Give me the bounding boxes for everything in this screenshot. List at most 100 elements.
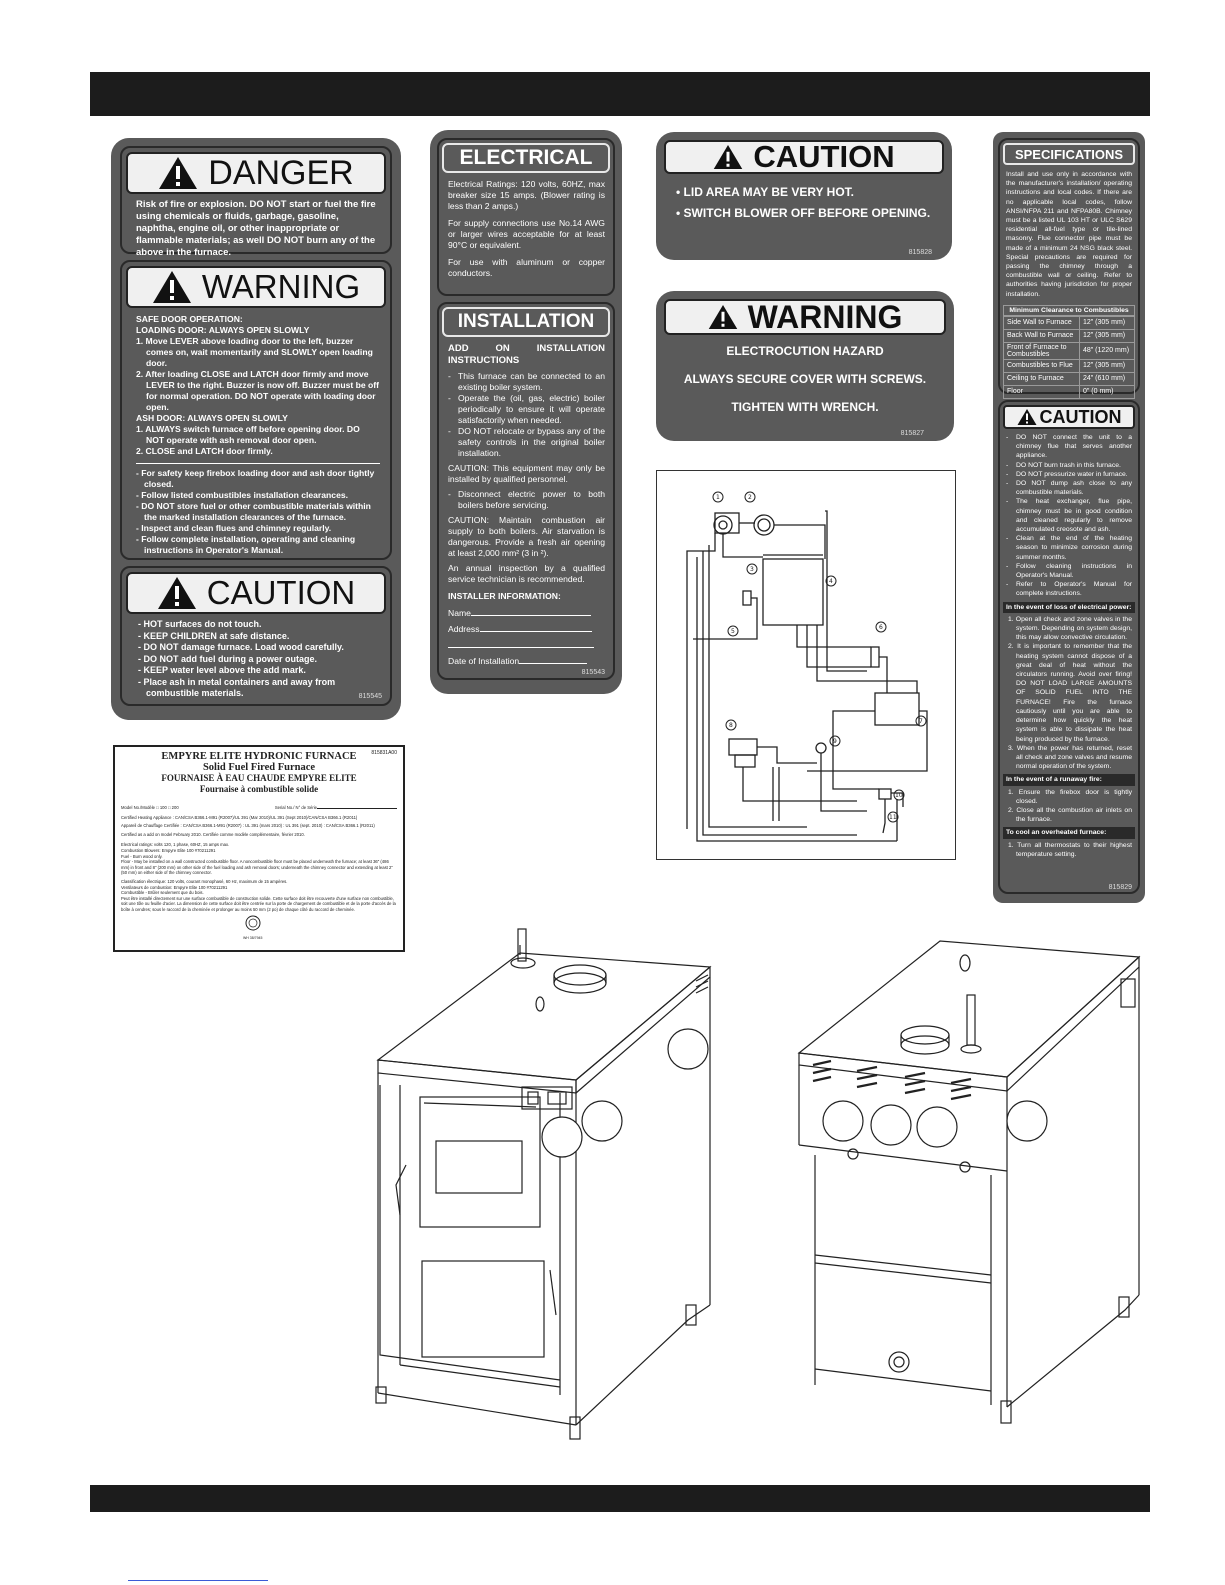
installation-caution-b: CAUTION: Maintain combustion air supply …	[448, 515, 605, 558]
lid-caution-line: • LID AREA MAY BE VERY HOT.	[676, 185, 855, 199]
warning-line: SAFE DOOR OPERATION:	[136, 314, 243, 324]
plate-line: Certified Heating Appliance : CAN/CSA B3…	[121, 814, 358, 820]
runaway-fire-title: In the event of a runaway fire:	[1003, 774, 1135, 786]
installer-address-row2	[448, 640, 605, 651]
footer-bar	[90, 1485, 1150, 1512]
certification-seal-icon	[245, 915, 261, 931]
electrical-body: Electrical Ratings: 120 volts, 60HZ, max…	[442, 173, 610, 279]
name-label: Name	[448, 608, 471, 618]
safety-caution-title: CAUTION	[1039, 406, 1122, 427]
safety-caution-section: CAUTION -DO NOT connect the unit to a ch…	[998, 400, 1140, 894]
callout-5: 5	[731, 628, 735, 635]
label-code: 815827	[900, 430, 924, 437]
power-loss-title: In the event of loss of electrical power…	[1003, 601, 1135, 613]
wiring-diagram: 1 2 3 4 5 6 7 8 9 10 11	[656, 470, 956, 860]
plate-title-1: EMPYRE ELITE HYDRONIC FURNACE	[161, 751, 357, 762]
caution-title: CAUTION	[206, 574, 356, 611]
callout-circle	[581, 1100, 623, 1142]
callout-10: 10	[895, 792, 903, 799]
installation-subtitle: ADD ON INSTALLATION INSTRUCTIONS	[448, 343, 605, 366]
plate-line: Classification électrique: 120 volts, co…	[121, 878, 288, 884]
warning-line: LOADING DOOR: ALWAYS OPEN SLOWLY	[136, 325, 310, 335]
warning-line: 1. ALWAYS switch furnace off before open…	[136, 424, 360, 445]
electrical-title: ELECTRICAL	[459, 146, 593, 169]
callout-6: 6	[879, 624, 883, 631]
clearance-table-title: Minimum Clearance to Combustibles	[1003, 304, 1135, 316]
danger-section: DANGER Risk of fire or explosion. DO NOT…	[120, 146, 392, 258]
safety-caution-body: -DO NOT connect the unit to a chimney fl…	[1003, 429, 1135, 859]
installation-item: -Disconnect electric power to both boile…	[448, 489, 605, 510]
callout-circle	[870, 1104, 912, 1146]
callout-9: 9	[833, 738, 837, 745]
specifications-text: Install and use only in accordance with …	[1006, 171, 1132, 298]
callout-circle	[822, 1100, 864, 1142]
danger-header: DANGER	[126, 152, 386, 194]
furnace-rear-illustration	[797, 940, 1141, 1424]
lid-caution-title: CAUTION	[753, 139, 895, 174]
lid-caution-header: CAUTION	[664, 139, 944, 174]
plate-title-3: FOURNAISE À EAU CHAUDE EMPYRE ELITE	[161, 773, 357, 783]
installer-title: INSTALLER INFORMATION:	[448, 591, 561, 601]
warning-line: - Follow complete installation, operatin…	[136, 534, 356, 555]
label-code: 815545	[358, 693, 382, 700]
warning-line: 1. Move LEVER above loading door to the …	[136, 336, 373, 368]
plate-line: Floor - May be installed on a wall const…	[121, 859, 393, 876]
callout-2: 2	[748, 494, 752, 501]
callout-11: 11	[889, 814, 897, 821]
caution-line: - DO NOT add fuel during a power outage.	[138, 653, 318, 664]
footer-link-underline	[128, 1580, 268, 1581]
caution-item: -Follow cleaning instructions in Operato…	[1006, 562, 1132, 580]
installation-title: INSTALLATION	[457, 311, 595, 332]
warning-title: WARNING	[201, 268, 361, 305]
power-loss-item: 1. Open all check and zone valves in the…	[1008, 615, 1132, 642]
callout-circle	[916, 1106, 958, 1148]
caution-line: - KEEP water level above the add mark.	[138, 665, 306, 675]
warning-triangle-icon	[152, 271, 191, 303]
warning-section: WARNING SAFE DOOR OPERATION: LOADING DOO…	[120, 260, 392, 560]
safety-caution-header: CAUTION	[1003, 405, 1135, 429]
caution-line: - DO NOT damage furnace. Load wood caref…	[138, 642, 344, 652]
warning-triangle-icon	[159, 157, 198, 189]
caution-line: - Place ash in metal containers and away…	[138, 676, 336, 699]
caution-item: -Refer to Operator's Manual for complete…	[1006, 581, 1132, 598]
callout-circle	[1006, 1100, 1048, 1142]
plate-line: Electrical ratings: volts 120, 1 phase, …	[121, 842, 230, 848]
danger-text: Risk of fire or explosion. DO NOT start …	[136, 199, 376, 258]
callout-circle	[667, 1028, 709, 1070]
installation-section: INSTALLATION ADD ON INSTALLATION INSTRUC…	[437, 302, 615, 680]
label-code: 815828	[908, 249, 932, 256]
power-loss-item: 2. It is important to remember that the …	[1008, 643, 1132, 743]
plate-line: Certified as a add on model February 201…	[121, 831, 305, 837]
electrocution-warning-title: WARNING	[747, 298, 903, 335]
installer-name-row: Name	[448, 608, 605, 619]
caution-item: -DO NOT connect the unit to a chimney fl…	[1006, 434, 1132, 460]
electrical-p3: For use with aluminum or copper conducto…	[448, 257, 605, 278]
installer-address-row: Address	[448, 624, 605, 635]
warning-body: SAFE DOOR OPERATION: LOADING DOOR: ALWAY…	[126, 308, 386, 556]
overheat-item: 1. Turn all thermostats to their highest…	[1008, 841, 1132, 858]
warning-line: 2. After loading CLOSE and LATCH door fi…	[136, 369, 379, 412]
danger-title: DANGER	[208, 153, 354, 192]
label-code: 815829	[1108, 884, 1132, 891]
label-code: 815543	[581, 669, 605, 676]
electrocution-warning-line: ELECTROCUTION HAZARD	[726, 344, 884, 358]
callout-1: 1	[716, 494, 720, 501]
clearance-table: Minimum Clearance to Combustibles Side W…	[1003, 304, 1136, 399]
installation-header: INSTALLATION	[442, 307, 610, 337]
installation-body: ADD ON INSTALLATION INSTRUCTIONS -This f…	[442, 337, 610, 667]
electrocution-warning-header: WARNING	[664, 299, 946, 335]
caution-body: - HOT surfaces do not touch. - KEEP CHIL…	[126, 614, 386, 700]
plate-line: Combustion Blowers: Empyre Elite 100 #70…	[121, 847, 216, 853]
specifications-header: SPECIFICATIONS	[1003, 143, 1135, 165]
caution-item: -DO NOT pressurize water in furnace.	[1006, 470, 1128, 478]
warning-line: - Follow listed combustibles installatio…	[136, 490, 349, 500]
plate-title-2: Solid Fuel Fired Furnace	[202, 762, 316, 773]
installation-caution-a: CAUTION: This equipment may only be inst…	[448, 463, 605, 484]
wiring-diagram-drawing: 1 2 3 4 5 6 7 8 9 10 11	[686, 491, 928, 842]
lid-caution-label: CAUTION • LID AREA MAY BE VERY HOT. • SW…	[656, 132, 952, 260]
